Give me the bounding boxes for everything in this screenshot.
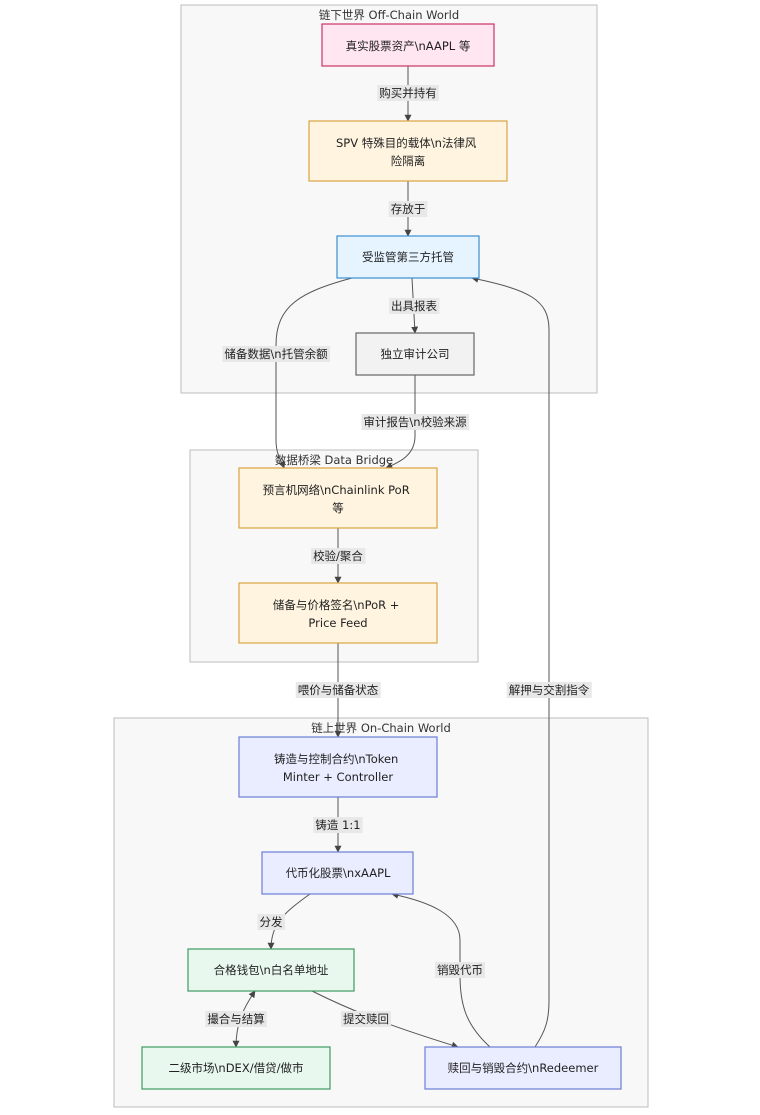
svg-text:赎回与销毁合约\nRedeemer: 赎回与销毁合约\nRedeemer xyxy=(448,1061,599,1075)
svg-text:二级市场\nDEX/借贷/做市: 二级市场\nDEX/借贷/做市 xyxy=(169,1061,304,1075)
node-spv-line1: SPV 特殊目的载体\n法律风 xyxy=(336,136,477,150)
edge-audit-report xyxy=(385,375,416,469)
svg-text:铸造 1:1: 铸造 1:1 xyxy=(315,818,360,832)
edge-burn xyxy=(391,891,491,1048)
edge-label-burn: 销毁代币 xyxy=(435,962,485,978)
node-auditor: 独立审计公司 xyxy=(355,332,475,376)
edge-label-release: 解押与交割指令 xyxy=(506,682,592,698)
svg-text:喂价与储备状态: 喂价与储备状态 xyxy=(298,683,379,697)
node-oracle-line2: 等 xyxy=(332,501,344,515)
edge-label-verify: 校验/聚合 xyxy=(311,548,366,564)
svg-text:出具报表: 出具报表 xyxy=(391,299,437,313)
cluster-offchain: 链下世界 Off-Chain World xyxy=(180,4,598,394)
node-redeemer: 赎回与销毁合约\nRedeemer xyxy=(424,1046,622,1090)
svg-text:SPV 特殊目的载体\n法律风 险隔离: SPV 特殊目的载体\n法律风 险隔离 xyxy=(336,136,480,168)
svg-text:预言机网络\nChainlink PoR 等: 预言机网络\nChainlink PoR 等 xyxy=(263,483,414,515)
node-wallet: 合格钱包\n白名单地址 xyxy=(187,948,355,992)
edge-label-match: 撮合与结算 xyxy=(205,1011,267,1027)
svg-text:校验/聚合: 校验/聚合 xyxy=(313,549,363,563)
svg-text:合格钱包\n白名单地址: 合格钱包\n白名单地址 xyxy=(214,963,329,977)
edge-reserve-data xyxy=(275,277,353,469)
node-redeemer-line1: 赎回与销毁合约\nRedeemer xyxy=(448,1061,599,1075)
svg-text:存放于: 存放于 xyxy=(391,202,426,216)
node-auditor-line1: 独立审计公司 xyxy=(381,347,450,361)
edge-label-distribute: 分发 xyxy=(257,914,285,930)
svg-text:审计报告\n校验来源: 审计报告\n校验来源 xyxy=(363,415,467,429)
edge-label-audit-report: 审计报告\n校验来源 xyxy=(361,414,470,430)
node-wallet-line1: 合格钱包\n白名单地址 xyxy=(214,963,329,977)
svg-text:销毁代币: 销毁代币 xyxy=(437,963,483,977)
cluster-bridge-title: 数据桥梁 Data Bridge xyxy=(275,453,393,467)
svg-text:撮合与结算: 撮合与结算 xyxy=(207,1012,265,1026)
svg-text:分发: 分发 xyxy=(260,915,283,929)
svg-text:独立审计公司: 独立审计公司 xyxy=(381,347,450,361)
svg-text:受监管第三方托管: 受监管第三方托管 xyxy=(362,250,454,264)
svg-text:储备数据\n托管余额: 储备数据\n托管余额 xyxy=(224,347,328,361)
node-custody: 受监管第三方托管 xyxy=(336,235,480,279)
svg-text:购买并持有: 购买并持有 xyxy=(379,86,437,100)
svg-text:铸造与控制合约\nToken Minter +: 铸造与控制合约\nToken Minter + Controller xyxy=(274,752,402,784)
node-spv-line2: 险隔离 xyxy=(391,154,426,168)
edge-label-mint: 铸造 1:1 xyxy=(313,817,363,833)
node-market: 二级市场\nDEX/借贷/做市 xyxy=(141,1046,331,1090)
edge-label-report: 出具报表 xyxy=(389,298,440,314)
edge-label-feed-state: 喂价与储备状态 xyxy=(295,682,381,698)
node-oracle: 预言机网络\nChainlink PoR 等 xyxy=(238,467,438,529)
edge-release xyxy=(471,275,550,1048)
edge-label-buy-hold: 购买并持有 xyxy=(377,85,439,101)
node-custody-line1: 受监管第三方托管 xyxy=(362,250,454,264)
edge-submit-redeem xyxy=(311,990,459,1049)
cluster-offchain-title: 链下世界 Off-Chain World xyxy=(319,8,459,22)
svg-text:提交赎回: 提交赎回 xyxy=(343,1012,389,1026)
node-minter: 铸造与控制合约\nToken Minter + Controller xyxy=(238,736,438,798)
node-token-line1: 代币化股票\nxAAPL xyxy=(286,866,391,880)
node-oracle-line1: 预言机网络\nChainlink PoR xyxy=(263,483,410,497)
node-minter-line2: Minter + Controller xyxy=(283,770,394,784)
node-asset-line1: 真实股票资产\nAAPL 等 xyxy=(346,39,471,53)
edge-label-reserve-data: 储备数据\n托管余额 xyxy=(222,346,331,362)
node-asset: 真实股票资产\nAAPL 等 xyxy=(321,23,495,67)
node-feed: 储备与价格签名\nPoR + Price Feed xyxy=(238,582,438,644)
svg-text:储备与价格签名\nPoR + Price Fee: 储备与价格签名\nPoR + Price Feed xyxy=(273,598,403,630)
node-feed-line1: 储备与价格签名\nPoR + xyxy=(273,598,400,612)
svg-text:解押与交割指令: 解押与交割指令 xyxy=(509,683,590,697)
cluster-onchain-title: 链上世界 On-Chain World xyxy=(311,721,451,735)
svg-text:代币化股票\nxAAPL: 代币化股票\nxAAPL xyxy=(286,866,391,880)
node-feed-line2: Price Feed xyxy=(308,616,367,630)
node-market-line1: 二级市场\nDEX/借贷/做市 xyxy=(169,1061,304,1075)
node-token: 代币化股票\nxAAPL xyxy=(261,851,414,895)
node-minter-line1: 铸造与控制合约\nToken xyxy=(274,752,398,766)
edge-labels: 购买并持有 存放于 出具报表 储备数据\n托管余额 审计报告\n校验来源 校验/… xyxy=(205,85,592,1027)
svg-text:真实股票资产\nAAPL 等: 真实股票资产\nAAPL 等 xyxy=(346,39,471,53)
edge-label-deposit: 存放于 xyxy=(388,201,428,217)
node-spv: SPV 特殊目的载体\n法律风 险隔离 xyxy=(308,120,508,182)
edge-label-submit-redeem: 提交赎回 xyxy=(341,1011,391,1027)
